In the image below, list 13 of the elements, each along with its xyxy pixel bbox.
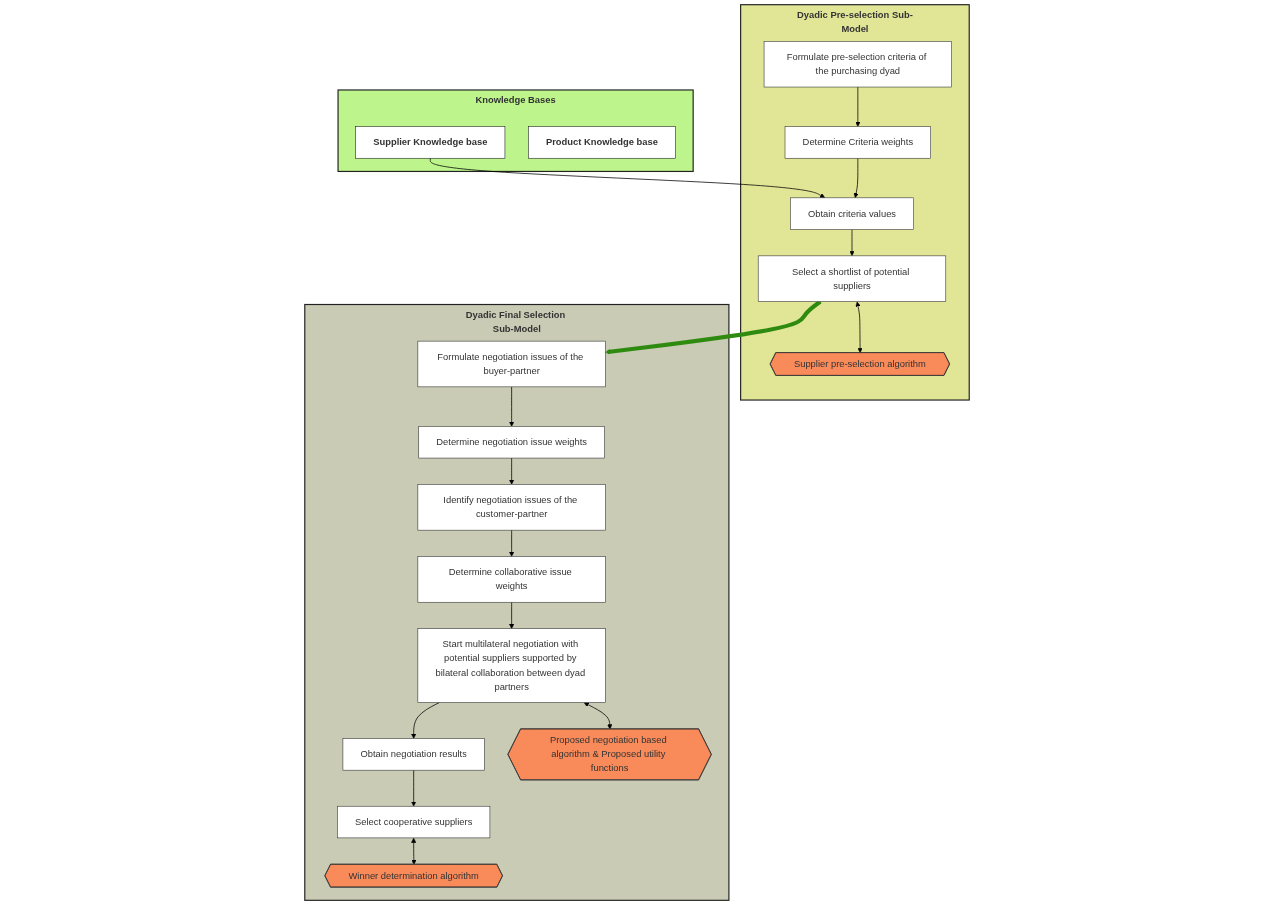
node-box: Obtain negotiation results (342, 738, 485, 771)
node-box: Determine Criteria weights (784, 126, 931, 159)
node-box: Obtain criteria values (790, 197, 914, 230)
node-box: Select a shortlist of potential suppliers (757, 255, 947, 302)
node-box: Formulate pre-selection criteria of the purchasing dyad (763, 41, 952, 88)
node-box: Determine collaborative issue weights (417, 556, 606, 603)
node-box: Formulate negotiation issues of the buyer-partner (417, 340, 606, 388)
node-box: Select cooperative suppliers (337, 805, 491, 839)
node-box: Determine negotiation issue weights (418, 426, 605, 459)
node-box: Identify negotiation issues of the customer-partner (417, 484, 606, 531)
node-box: Product Knowledge base (528, 126, 676, 159)
node-box: Supplier Knowledge base (355, 126, 506, 159)
node-box: Start multilateral negotiation with potential suppliers supported by bilateral collaboration between dyad partners (417, 628, 606, 703)
